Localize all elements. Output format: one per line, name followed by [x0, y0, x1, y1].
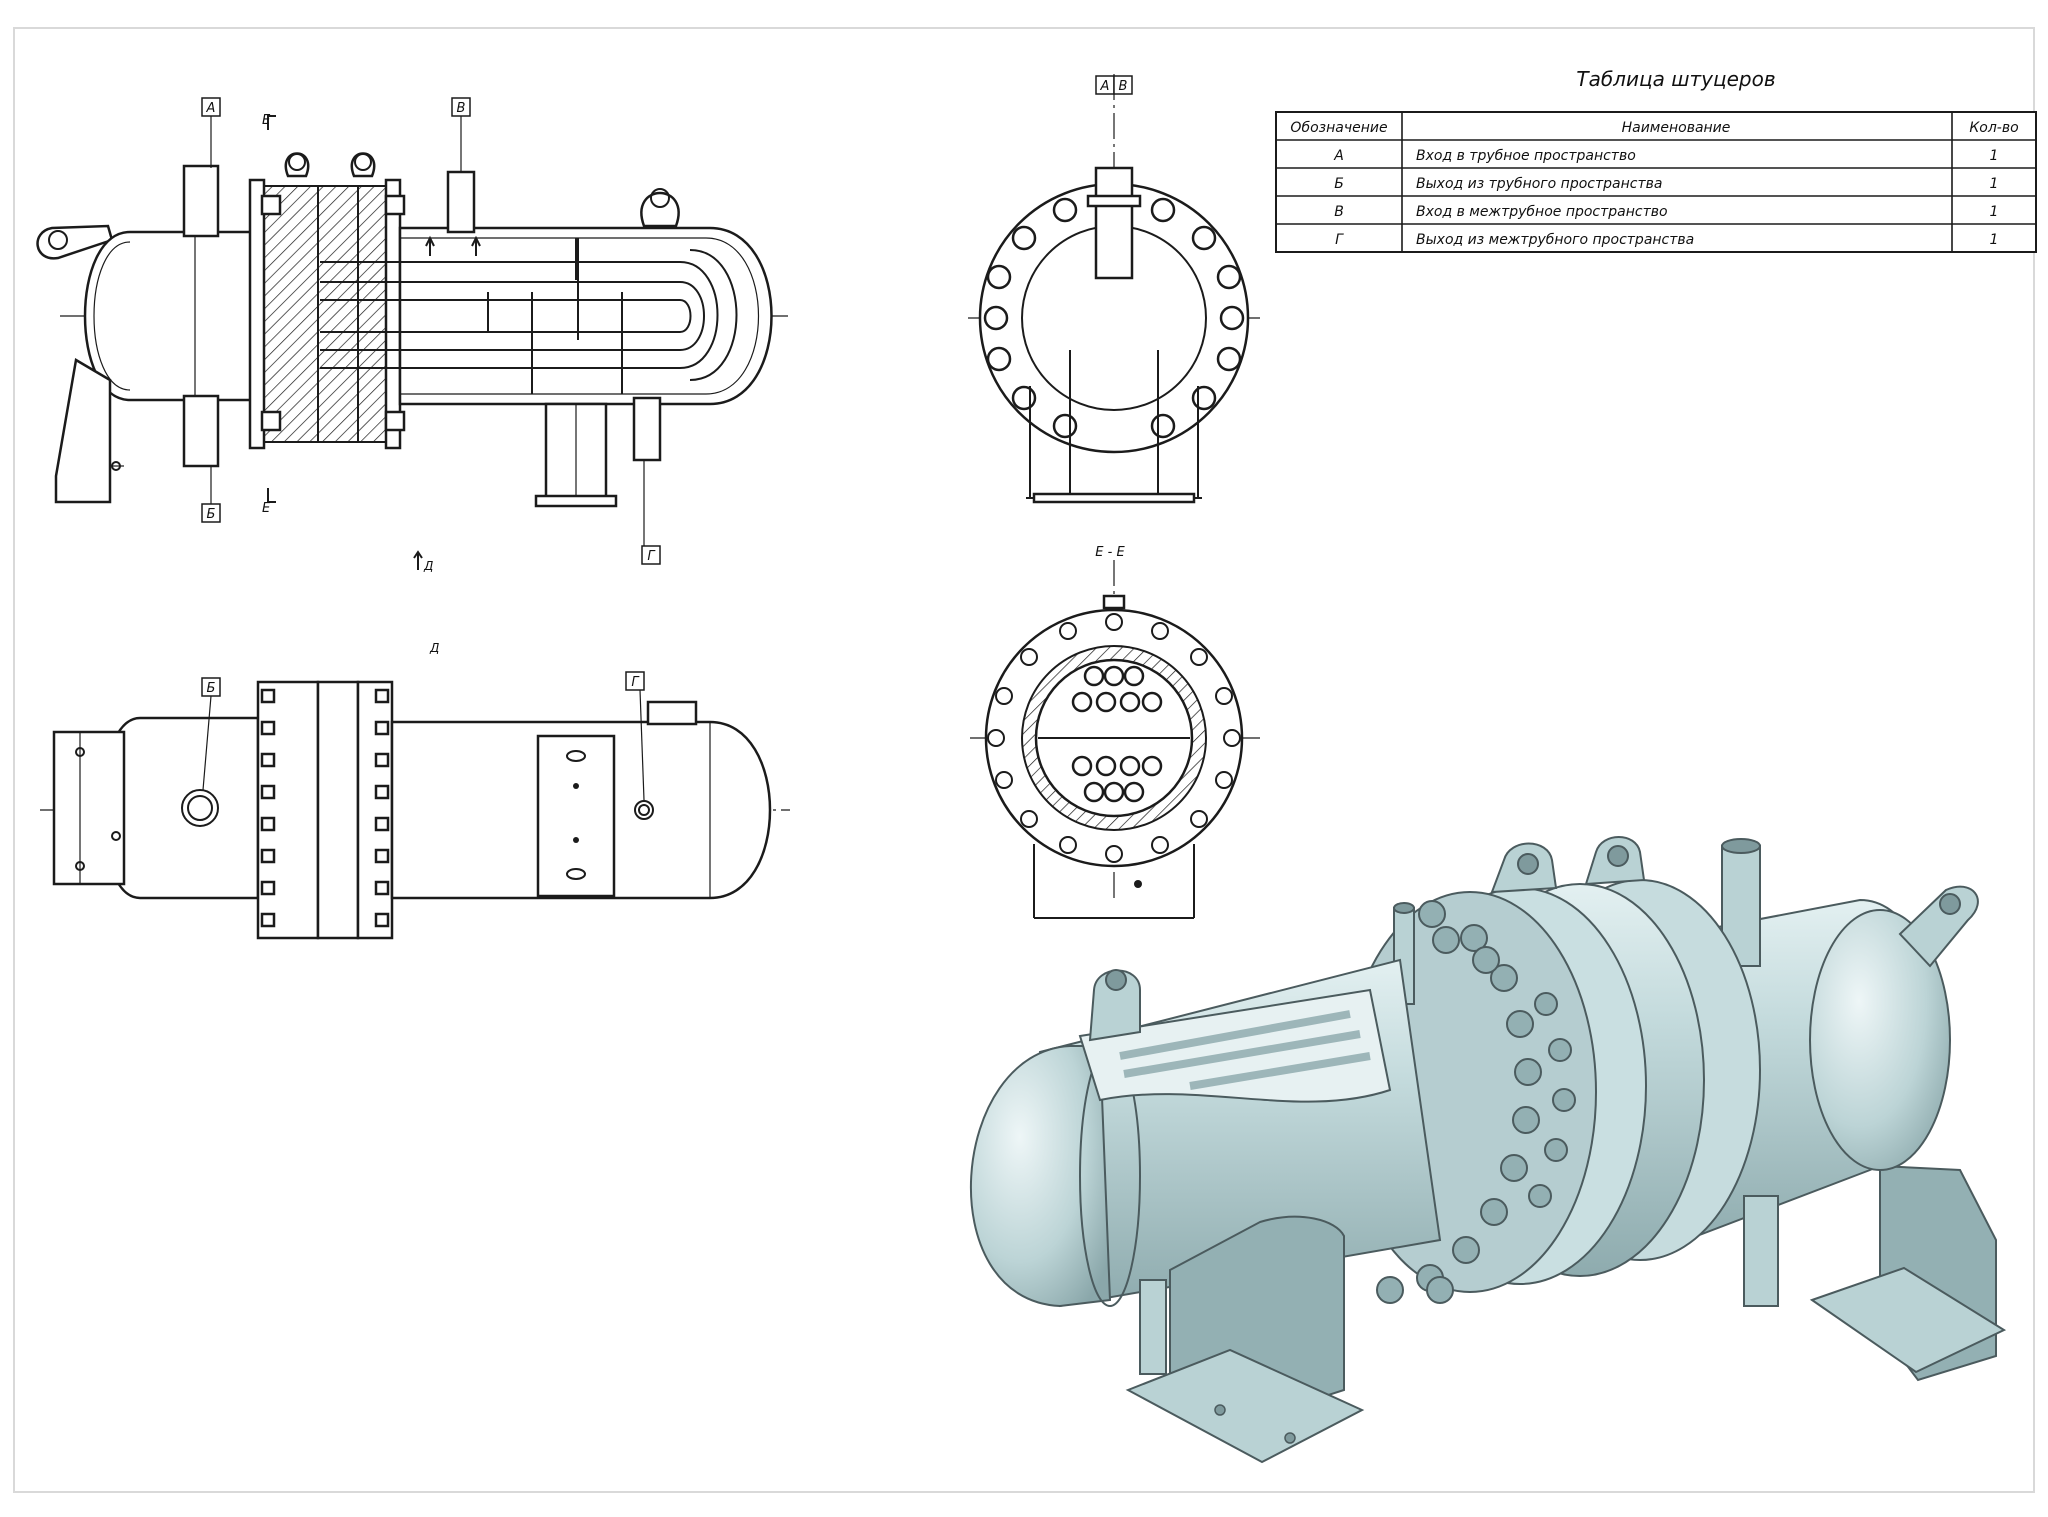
table-cell-name: Выход из межтрубного пространства	[1416, 232, 1694, 248]
end-view-bolt-ring	[983, 187, 1245, 439]
table-cell-qty: 1	[1990, 204, 1999, 220]
tag-G-top: Г	[631, 675, 640, 690]
heat-exchanger-3d-model	[969, 836, 2007, 1464]
table-cell-name: Выход из трубного пространства	[1416, 176, 1662, 192]
table-title: Таблица штуцеров	[1576, 67, 1775, 91]
section-EE-title: Е - Е	[1095, 545, 1125, 560]
view-title-D: Д	[429, 641, 439, 655]
section-EE-tube-holes	[1071, 665, 1163, 803]
table-cell-qty: 1	[1990, 232, 1999, 248]
view-mark-D-arrow: Д	[423, 559, 433, 573]
table-header-name: Наименование	[1622, 120, 1731, 136]
table-cell-name: Вход в межтрубное пространство	[1416, 204, 1668, 220]
top-view: Д	[40, 641, 790, 940]
front-section-view	[36, 115, 790, 508]
table-cell-qty: 1	[1990, 148, 1999, 164]
top-view-tags: Б Г	[201, 671, 645, 801]
tag-B-top: Б	[207, 681, 216, 696]
section-EE-view: Е - Е	[970, 545, 1260, 919]
table-cell-name: Вход в трубное пространство	[1416, 148, 1636, 164]
top-view-bolts	[260, 688, 390, 928]
table-cell-mark: Г	[1335, 232, 1344, 248]
sheet-frame	[13, 27, 2035, 1493]
tag-end-A: А	[1100, 79, 1110, 94]
table-cell-mark: Б	[1334, 176, 1344, 192]
tag-A: А	[206, 101, 216, 116]
section-mark-E-top: Е	[262, 113, 271, 128]
table-header-mark: Обозначение	[1290, 120, 1387, 136]
tag-B: Б	[207, 507, 216, 522]
front-view-tags: А В Б Г Е Е Д	[201, 97, 661, 573]
end-view-tags: А В	[1095, 75, 1133, 95]
model-bolts	[1376, 900, 1576, 1304]
table-cell-mark: В	[1334, 204, 1344, 220]
section-EE-bolt-ring	[987, 613, 1241, 863]
tag-V: В	[457, 101, 466, 116]
table-header-qty: Кол-во	[1969, 120, 2018, 136]
tag-G: Г	[647, 549, 656, 564]
table-cell-mark: А	[1333, 148, 1344, 164]
section-mark-E-bottom: Е	[262, 501, 271, 516]
end-view	[968, 74, 1260, 504]
tag-end-V: В	[1119, 79, 1128, 94]
nozzle-table: Таблица штуцеров Обозначение Наименовани…	[1275, 67, 2037, 253]
table-cell-qty: 1	[1990, 176, 1999, 192]
